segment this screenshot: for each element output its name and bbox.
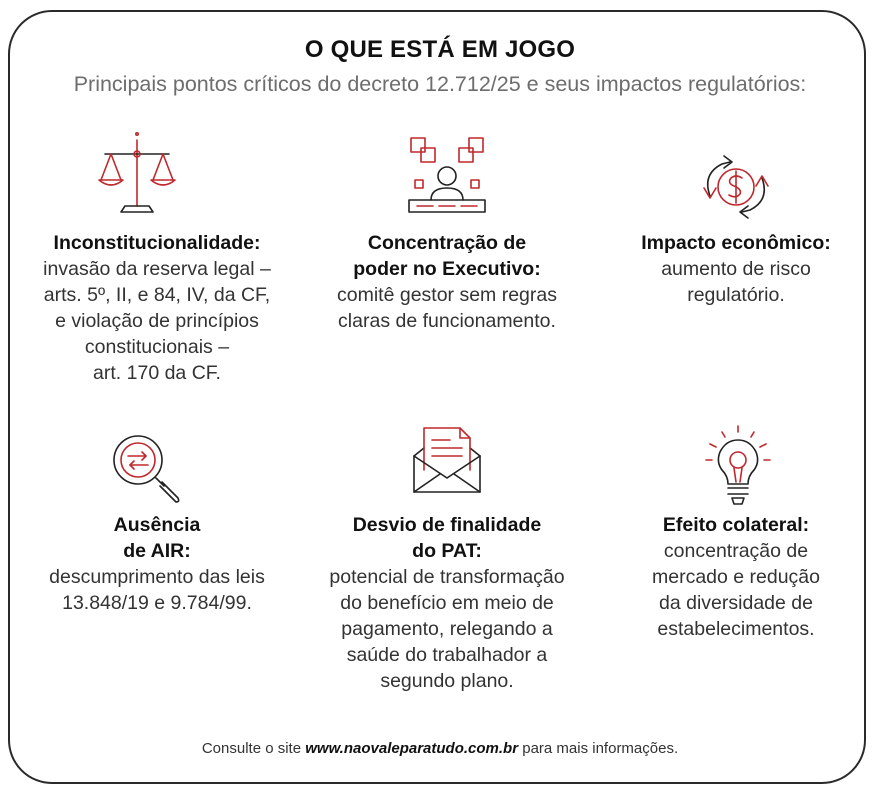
item-desvio-finalidade: Desvio de finalidade do PAT: potencial d… (300, 512, 594, 694)
item-description: descumprimento das leis 13.848/19 e 9.78… (49, 566, 265, 614)
lightbulb-icon (705, 425, 771, 505)
item-title: Desvio de finalidade do PAT: (352, 514, 542, 562)
item-description: invasão da reserva legal – arts. 5º, II,… (43, 258, 271, 384)
item-ausencia-air: Ausência de AIR: descumprimento das leis… (20, 512, 294, 616)
envelope-letter-icon (413, 427, 481, 493)
item-title: Concentração de poder no Executivo: (353, 232, 541, 280)
item-title: Inconstitucionalidade: (53, 232, 261, 254)
item-title: Ausência de AIR: (113, 514, 201, 562)
page-subtitle: Principais pontos críticos do decreto 12… (73, 72, 807, 96)
item-efeito-colateral: Efeito colateral: concentração de mercad… (598, 512, 874, 642)
footer-suffix: para mais informações. (518, 740, 679, 757)
item-title: Impacto econômico: (641, 232, 831, 254)
item-inconstitucionalidade: Inconstitucionalidade: invasão da reserv… (20, 230, 294, 386)
magnifier-icon (113, 435, 180, 503)
dollar-cycle-icon (703, 155, 769, 219)
item-concentracao-poder: Concentração de poder no Executivo: comi… (300, 230, 594, 334)
item-description: comitê gestor sem regras claras de funci… (337, 284, 557, 332)
footer-note: Consulte o site www.naovaleparatudo.com.… (0, 740, 880, 757)
page-title: O QUE ESTÁ EM JOGO (304, 36, 576, 63)
item-description: concentração de mercado e redução da div… (651, 540, 821, 640)
footer-prefix: Consulte o site (201, 740, 306, 757)
item-description: potencial de transformação do benefício … (329, 566, 565, 692)
item-impacto-economico: Impacto econômico: aumento de risco regu… (598, 230, 874, 308)
executive-power-icon (408, 137, 486, 213)
footer-site-link[interactable]: www.naovaleparatudo.com.br (305, 740, 519, 757)
item-description: aumento de risco regulatório. (661, 258, 811, 306)
item-title: Efeito colateral: (662, 514, 810, 536)
scales-icon (98, 131, 176, 213)
info-card-frame (8, 10, 866, 784)
